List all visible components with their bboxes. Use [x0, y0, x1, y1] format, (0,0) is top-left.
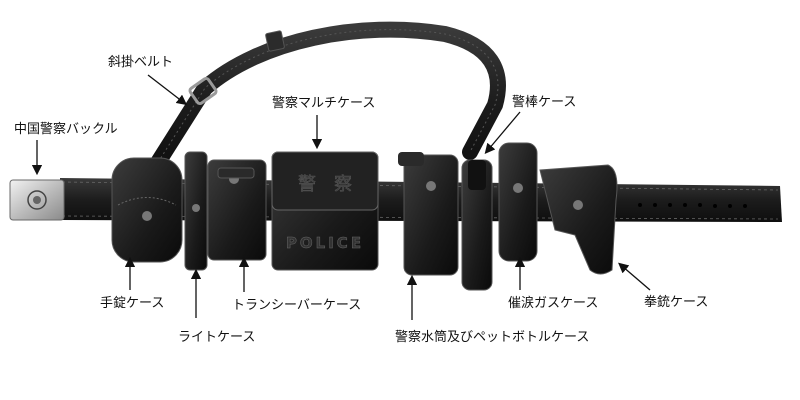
label-radio-case: トランシーバーケース: [232, 298, 362, 313]
label-buckle: 中国警察バックル: [14, 122, 118, 137]
strap-buckle: [188, 76, 218, 106]
label-gun-case: 拳銃ケース: [644, 295, 709, 310]
label-light-case: ライトケース: [178, 330, 256, 345]
belt-stitch-bottom: [61, 215, 779, 220]
shoulder-strap-edge: [149, 29, 499, 176]
label-baton-case: 警棒ケース: [512, 95, 577, 110]
handcuff-snap: [142, 211, 152, 221]
multi-case-police-emboss: POLICE: [286, 234, 364, 252]
tear-gas-case: [498, 142, 538, 262]
bottle-case: [403, 154, 459, 276]
label-shoulder-strap: 斜掛ベルト: [108, 55, 174, 70]
strap-keeper: [265, 30, 285, 52]
arrow-gun-case: [618, 262, 651, 291]
arrow-shoulder-strap: [147, 74, 188, 106]
buckle-emblem: [27, 190, 47, 210]
label-multi-case: 警察マルチケース: [272, 96, 376, 111]
gun-case: [539, 164, 618, 275]
label-bottle-case: 警察水筒及びペットボトルケース: [395, 330, 590, 345]
belt-holes: [638, 203, 747, 208]
arrow-baton-case: [484, 111, 521, 154]
multi-case-chinese-emboss: 警 察: [298, 174, 352, 195]
belt-stitch-top: [61, 181, 779, 191]
label-tear-gas-case: 催涙ガスケース: [508, 296, 599, 311]
handcuff-case: [111, 157, 183, 263]
radio-case: [207, 159, 267, 261]
label-handcuff-case: 手錠ケース: [100, 296, 165, 311]
